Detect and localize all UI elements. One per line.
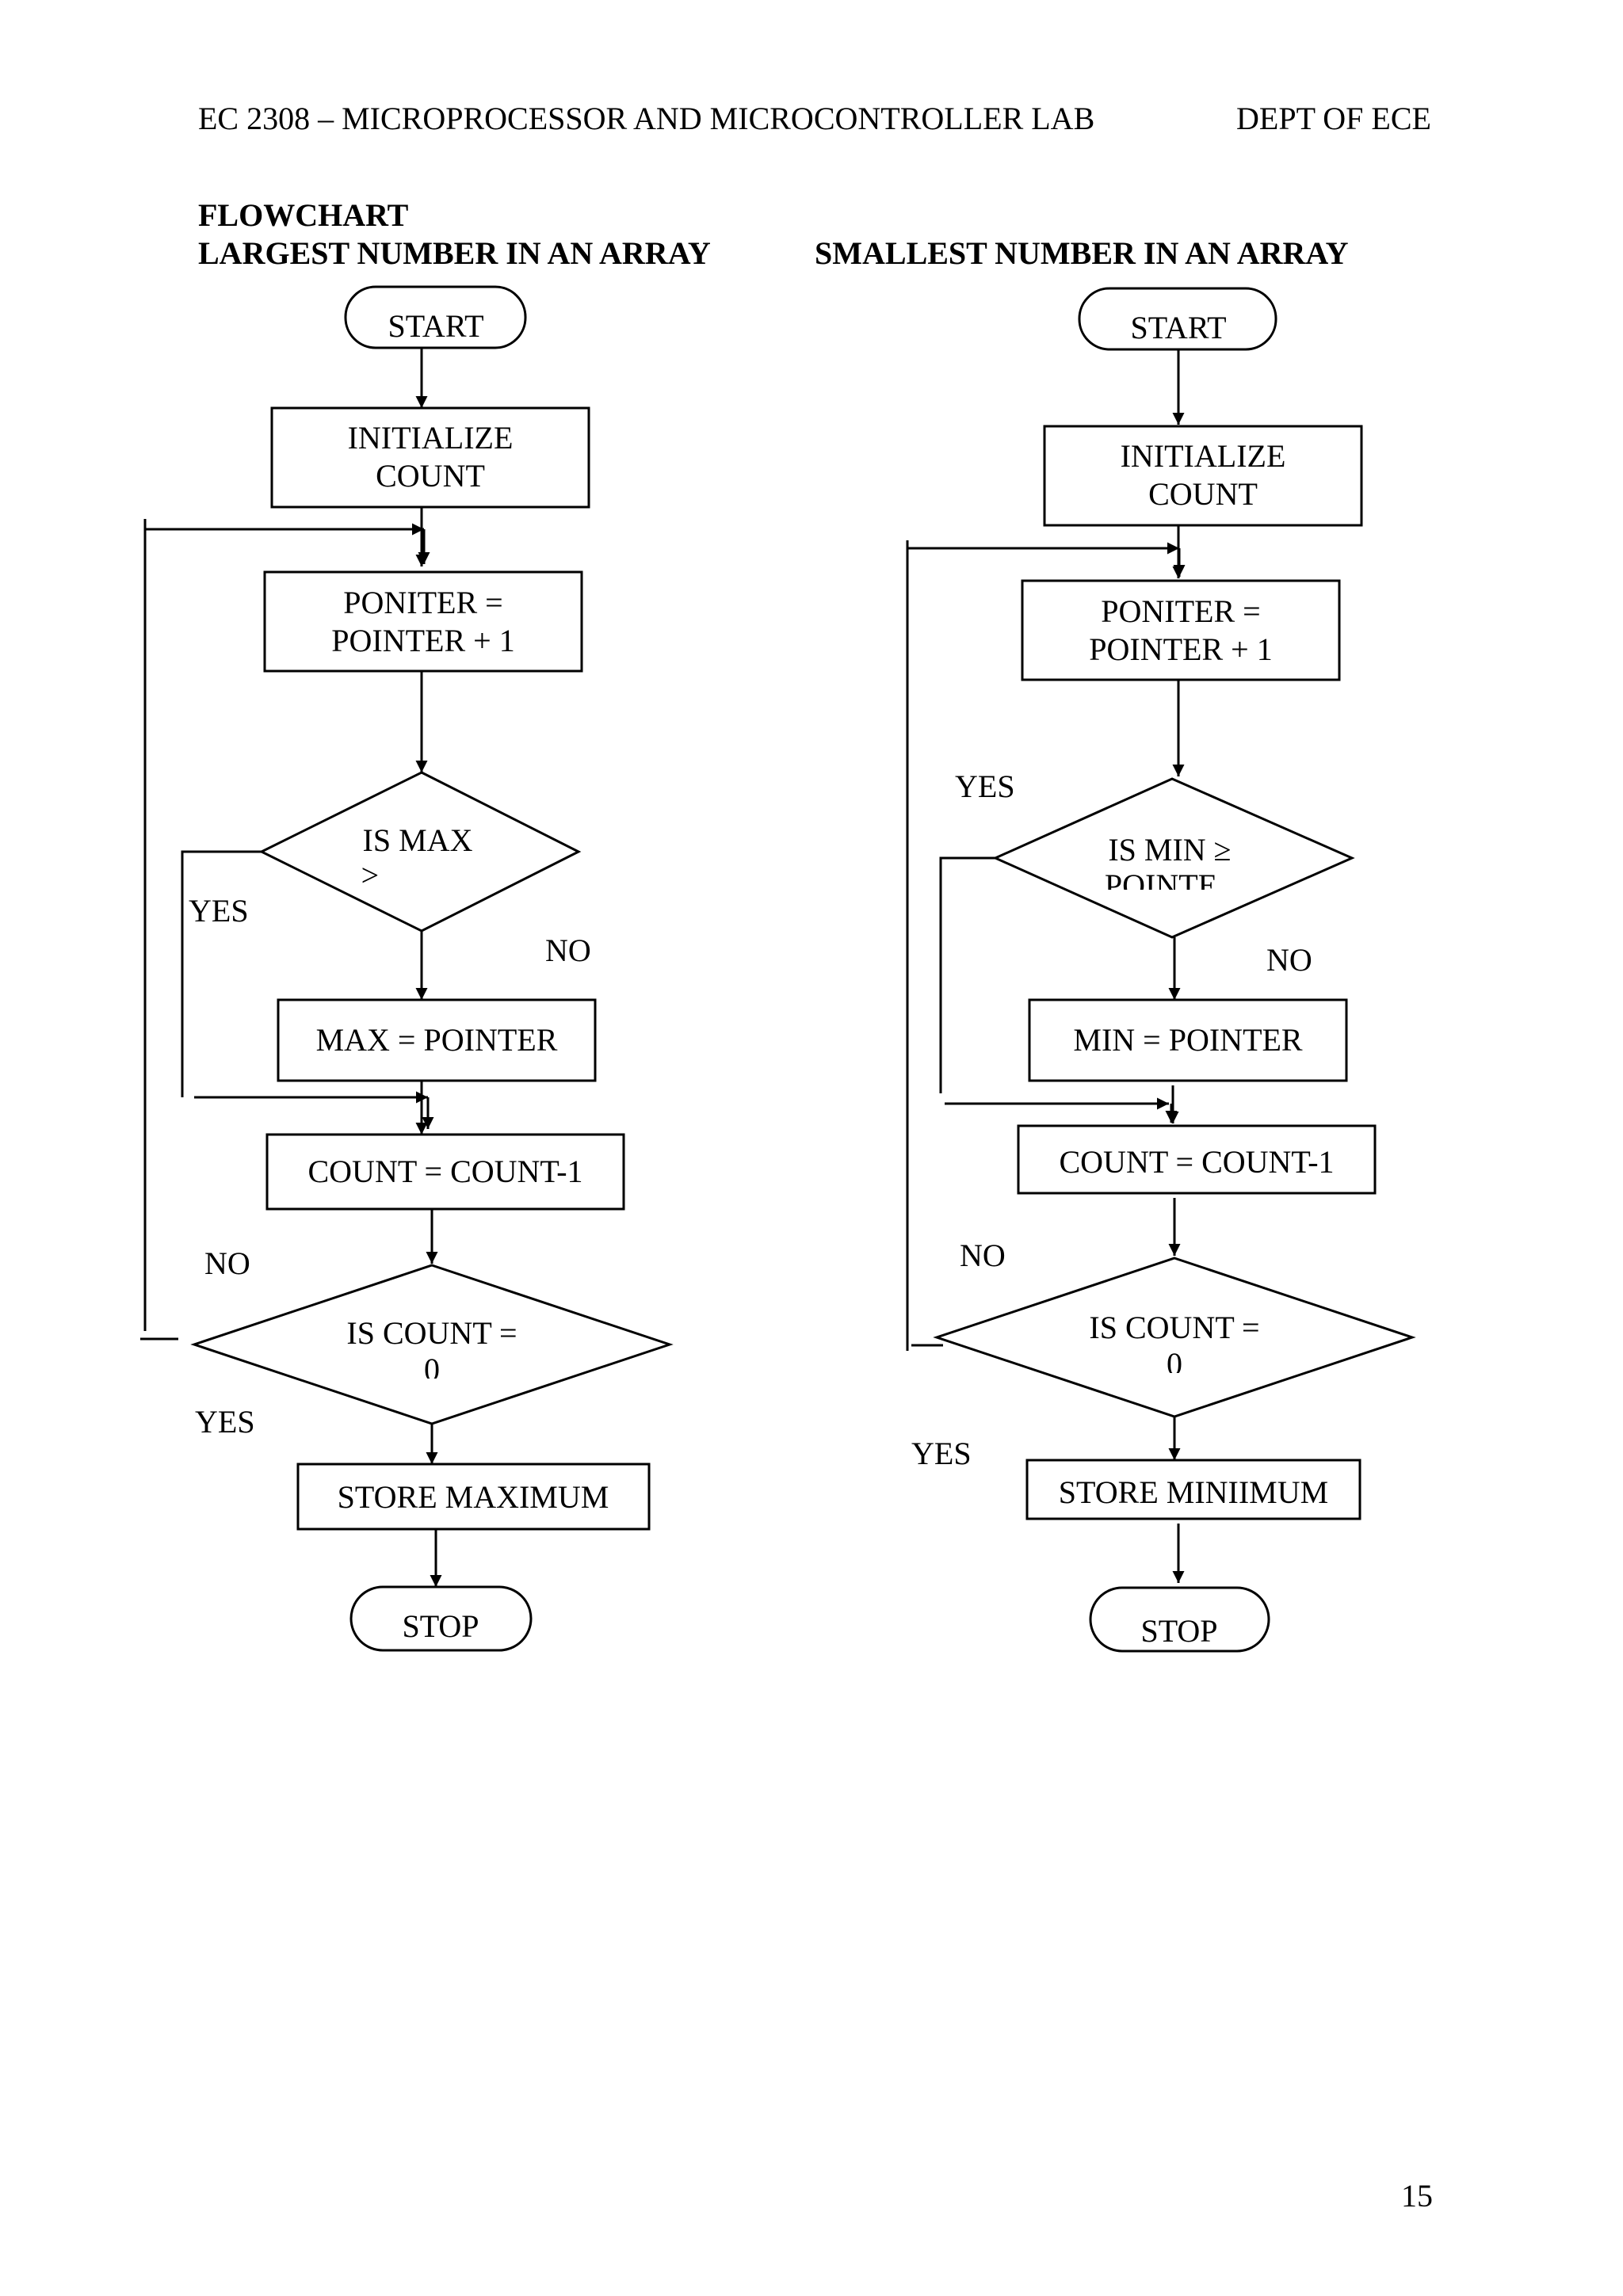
left-yes2-label: YES: [195, 1404, 255, 1440]
right-flowchart-title: SMALLEST NUMBER IN AN ARRAY: [815, 235, 1349, 271]
left-store-label: STORE MAXIMUM: [338, 1479, 609, 1515]
left-start-terminal: [344, 285, 527, 349]
right-yes2-label: YES: [911, 1436, 972, 1471]
right-store-label: STORE MINIIMUM: [1059, 1474, 1328, 1510]
right-start-label: START: [1130, 310, 1226, 345]
right-count-box: [1017, 1124, 1377, 1195]
right-assign-label: MIN = POINTER: [1073, 1022, 1303, 1058]
left-store-box: [296, 1463, 651, 1531]
left-assign-label: MAX = POINTER: [316, 1022, 558, 1058]
right-initialize-box: [1043, 425, 1363, 527]
right-decision2-line2: 0: [1167, 1346, 1182, 1382]
left-pointer-box: [263, 570, 583, 673]
right-pointer-line2: POINTER + 1: [1089, 631, 1272, 667]
right-pointer-box: [1021, 579, 1341, 681]
left-decision-line2: ≥: [361, 857, 379, 893]
left-init-line2: COUNT: [376, 458, 485, 494]
right-min-decision: [992, 777, 1355, 939]
left-no2-label: NO: [204, 1245, 250, 1281]
left-pointer-line1: PONITER =: [343, 585, 502, 620]
left-stop-label: STOP: [402, 1608, 479, 1644]
left-init-line1: INITIALIZE: [348, 420, 514, 456]
left-flowchart-title: LARGEST NUMBER IN AN ARRAY: [198, 235, 711, 271]
left-decision2-line2: 0: [424, 1352, 440, 1387]
left-yes1-label: YES: [189, 893, 249, 929]
left-initialize-box: [270, 406, 590, 509]
right-assign-box: [1028, 998, 1348, 1082]
right-init-line1: INITIALIZE: [1121, 438, 1286, 474]
right-stop-label: STOP: [1140, 1613, 1217, 1649]
left-assign-box: [277, 998, 597, 1082]
right-yes1-label: YES: [955, 769, 1015, 804]
right-decision2-line1: IS COUNT =: [1089, 1310, 1259, 1345]
left-stop-terminal: [349, 1585, 533, 1652]
right-store-box: [1025, 1459, 1361, 1520]
left-start-label: START: [388, 308, 483, 344]
left-count-box: [265, 1133, 625, 1211]
left-count-label: COUNT = COUNT-1: [307, 1154, 582, 1189]
left-no1-label: NO: [545, 933, 591, 968]
right-decision-line2: POINTE: [1105, 868, 1217, 903]
right-no2-label: NO: [960, 1238, 1006, 1273]
left-decision-line1: IS MAX: [363, 822, 473, 858]
right-no1-label: NO: [1266, 942, 1312, 978]
section-title: FLOWCHART: [198, 197, 409, 233]
right-decision-line1: IS MIN ≥: [1108, 832, 1231, 868]
left-pointer-line2: POINTER + 1: [331, 623, 514, 658]
left-decision2-line1: IS COUNT =: [346, 1315, 517, 1351]
right-init-line2: COUNT: [1148, 476, 1258, 512]
page-number: 15: [1401, 2178, 1433, 2214]
right-stop-terminal: [1089, 1586, 1270, 1653]
right-pointer-line1: PONITER =: [1101, 593, 1260, 629]
dept-header: DEPT OF ECE: [1236, 101, 1431, 136]
right-count-label: COUNT = COUNT-1: [1059, 1144, 1334, 1180]
course-header: EC 2308 – MICROPROCESSOR AND MICROCONTRO…: [198, 101, 1095, 136]
